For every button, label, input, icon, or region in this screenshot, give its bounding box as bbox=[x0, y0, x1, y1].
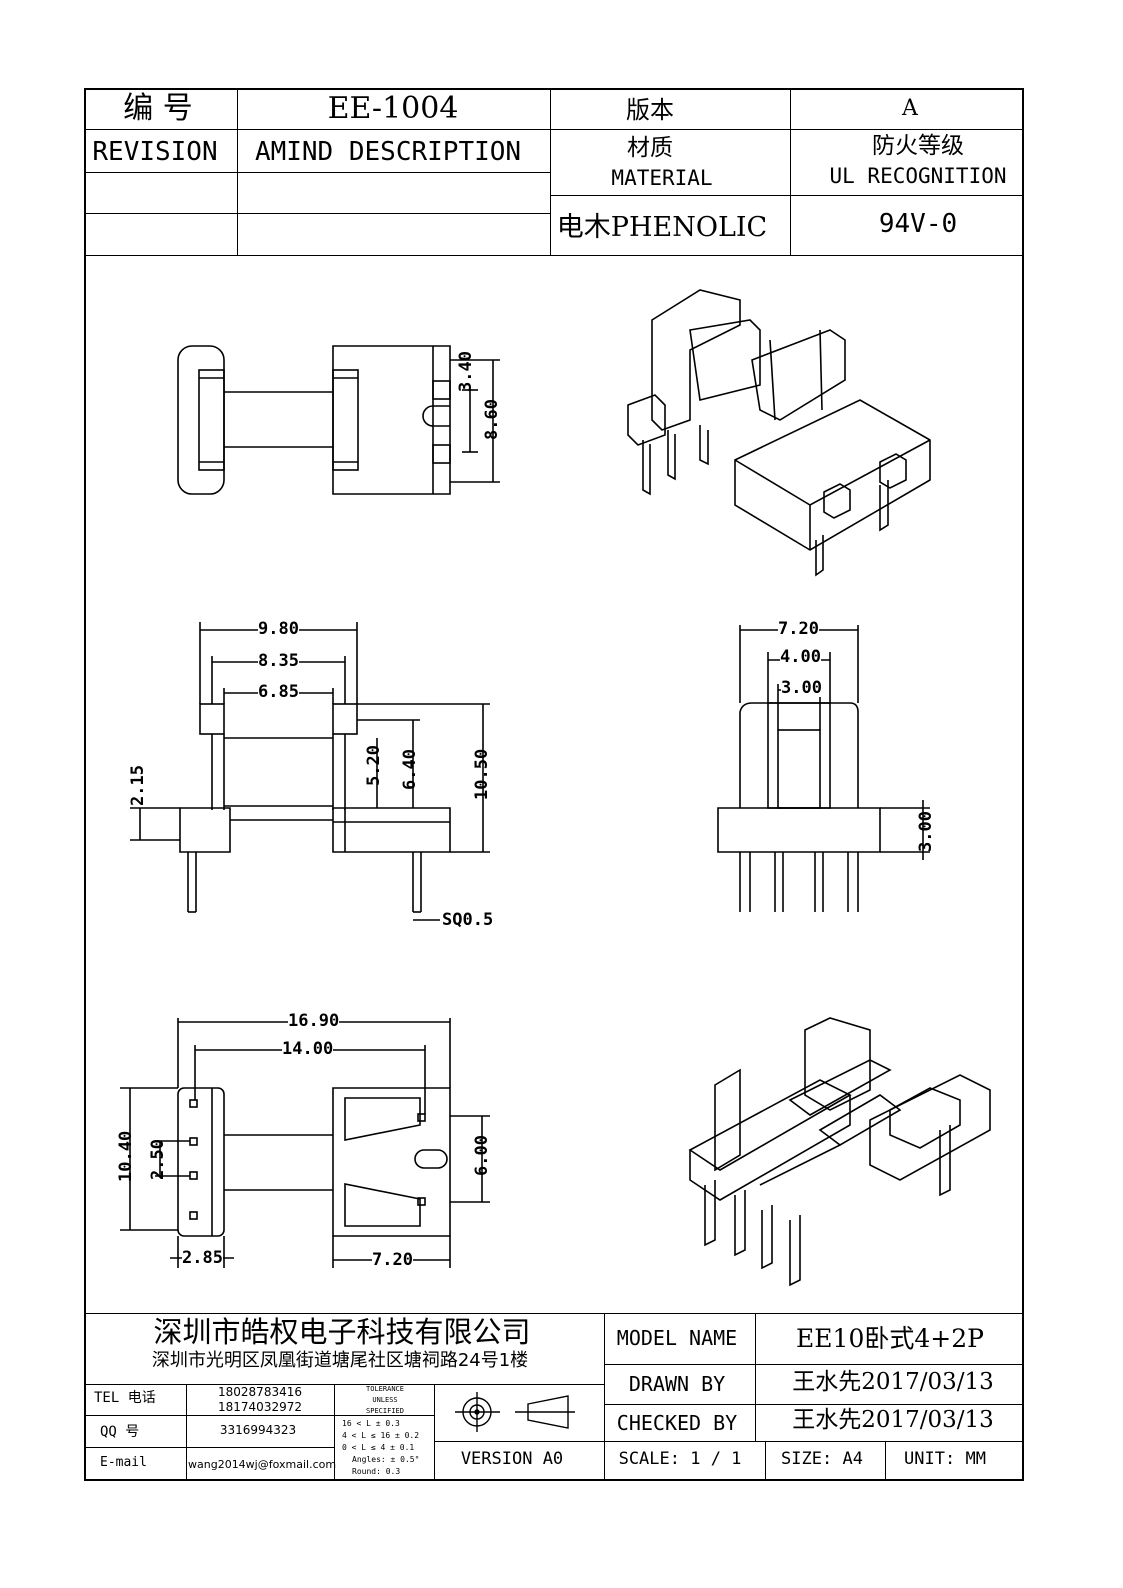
version-label: 版本 bbox=[626, 96, 674, 124]
checked-by-value: 王水先2017/03/13 bbox=[792, 1407, 994, 1433]
ul-label-en: UL RECOGNITION bbox=[829, 164, 1007, 188]
dim-4-00: 4.00 bbox=[780, 647, 821, 667]
dim-14-00: 14.00 bbox=[282, 1039, 334, 1059]
dim-sq0-5: SQ0.5 bbox=[442, 910, 494, 930]
dim-16-90: 16.90 bbox=[288, 1011, 340, 1031]
material-value: 电木PHENOLIC bbox=[556, 212, 768, 243]
unit-label: UNIT: MM bbox=[904, 1449, 986, 1469]
revision-label: REVISION bbox=[92, 137, 218, 167]
dim-7-20-bottom: 7.20 bbox=[372, 1250, 413, 1270]
tel-label: TEL 电话 bbox=[94, 1390, 156, 1406]
size-label: SIZE: A4 bbox=[781, 1449, 863, 1469]
qq-value: 3316994323 bbox=[219, 1423, 297, 1437]
drawing-frame bbox=[84, 88, 1024, 1481]
checked-by-label: CHECKED BY bbox=[616, 1411, 738, 1435]
email-value: wang2014wj@foxmail.com bbox=[188, 1458, 337, 1471]
drawn-by-label: DRAWN BY bbox=[628, 1372, 726, 1396]
top-view bbox=[177, 345, 500, 495]
amend-description-label: AMIND DESCRIPTION bbox=[254, 137, 522, 167]
end-view bbox=[717, 625, 930, 912]
company-address: 深圳市光明区凤凰街道塘尾社区塘祠路24号1楼 bbox=[151, 1350, 529, 1371]
isometric-view-bottom bbox=[688, 1017, 991, 1287]
side-view bbox=[130, 622, 490, 921]
dim-7-20-end: 7.20 bbox=[778, 619, 819, 639]
part-number: EE-1004 bbox=[327, 91, 459, 126]
dim-3-00-top: 3.00 bbox=[781, 678, 822, 698]
model-name-label: MODEL NAME bbox=[616, 1326, 738, 1350]
tel-value-2: 18174032972 bbox=[218, 1400, 302, 1414]
material-label-en: MATERIAL bbox=[611, 166, 713, 190]
dim-8-35: 8.35 bbox=[258, 651, 299, 671]
version-value: A bbox=[902, 96, 918, 121]
ul-value: 94V-0 bbox=[878, 209, 958, 239]
drawn-by-value: 王水先2017/03/13 bbox=[792, 1369, 994, 1395]
isometric-view-top bbox=[627, 289, 931, 577]
email-label: E-mail bbox=[100, 1455, 147, 1470]
material-label-cn: 材质 bbox=[627, 135, 673, 161]
qq-label: QQ 号 bbox=[100, 1424, 140, 1440]
dim-6-85: 6.85 bbox=[258, 682, 299, 702]
number-label: 编 号 bbox=[123, 91, 193, 126]
dim-9-80: 9.80 bbox=[258, 619, 299, 639]
bottom-view bbox=[120, 1018, 490, 1268]
model-name-value: EE10卧式4+2P bbox=[796, 1324, 984, 1353]
company-name: 深圳市皓权电子科技有限公司 bbox=[153, 1315, 531, 1349]
dim-2-85: 2.85 bbox=[182, 1248, 223, 1268]
scale-label: SCALE: 1 / 1 bbox=[618, 1449, 742, 1469]
ul-label-cn: 防火等级 bbox=[872, 133, 964, 159]
tel-value-1: 18028783416 bbox=[218, 1385, 302, 1399]
version-label-bottom: VERSION A0 bbox=[460, 1449, 564, 1469]
